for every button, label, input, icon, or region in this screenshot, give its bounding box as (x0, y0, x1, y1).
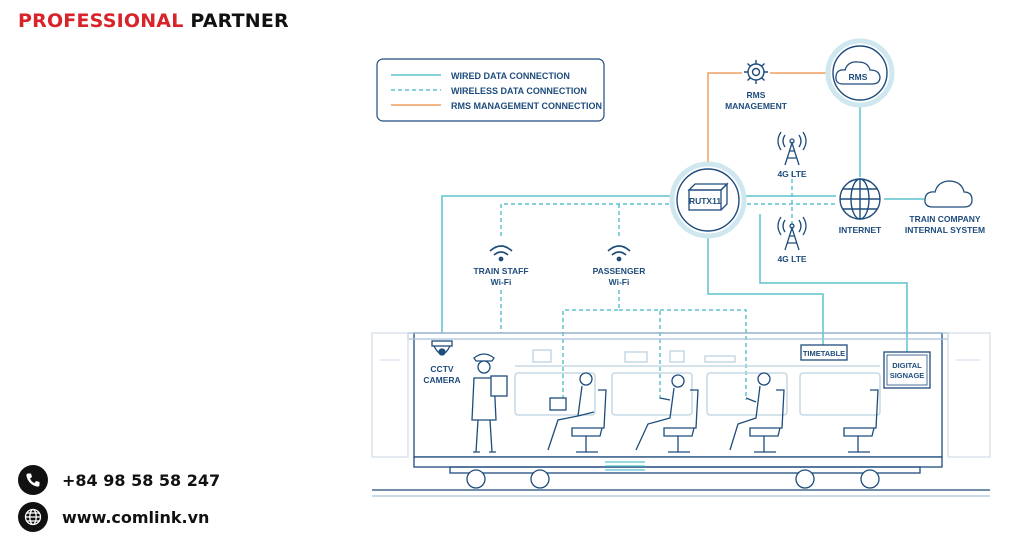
passenger-wifi-label-2: Wi-Fi (609, 277, 630, 287)
phone-icon (18, 465, 48, 495)
wireless-passenger-3 (660, 309, 747, 400)
lte-tower-top: 4G LTE (777, 131, 807, 179)
wired-router-signage (759, 214, 908, 352)
legend-wired-label: WIRED DATA CONNECTION (451, 71, 570, 81)
internet-node: INTERNET (839, 178, 882, 235)
empty-seat (843, 389, 879, 453)
wireless-passenger-2 (619, 309, 661, 400)
train-staff-wifi-label-2: Wi-Fi (491, 277, 512, 287)
train-company-label-1: TRAIN COMPANY (909, 214, 980, 224)
lte-tower-bottom: 4G LTE (777, 216, 807, 264)
wifi-icon (607, 245, 631, 262)
cloud-icon (924, 180, 973, 208)
internet-label: INTERNET (839, 225, 882, 235)
clipboard-icon (490, 375, 508, 397)
lte-bottom-label: 4G LTE (777, 254, 806, 264)
globe-icon (839, 178, 881, 220)
website-contact[interactable]: www.comlink.vn (18, 502, 209, 532)
website-url: www.comlink.vn (62, 507, 210, 527)
globe-icon (18, 502, 48, 532)
phone-contact[interactable]: +84 98 58 58 247 (18, 465, 220, 495)
timetable-node: TIMETABLE (800, 344, 848, 361)
brand-title-part2: PARTNER (190, 10, 289, 32)
digital-signage-node: DIGITAL SIGNAGE (883, 351, 931, 389)
wireless-router-staff-wifi (500, 203, 676, 238)
wheels (466, 469, 880, 489)
train-car (371, 332, 991, 497)
train-staff-wifi-node: TRAIN STAFF Wi-Fi (473, 245, 529, 287)
rms-management-label-2: MANAGEMENT (725, 101, 788, 111)
rms-management-label-1: RMS (747, 90, 766, 100)
cctv-camera-icon (431, 340, 453, 356)
windows (514, 365, 881, 416)
neighbor-cars (371, 332, 991, 458)
wireless-passenger-1 (562, 290, 620, 400)
router-icon (687, 182, 729, 211)
passenger-head (579, 372, 593, 386)
passenger-wifi-label-1: PASSENGER (593, 266, 646, 276)
brand-title: PROFESSIONAL PARTNER (18, 10, 289, 32)
under-grille (605, 461, 645, 471)
legend-box: WIRED DATA CONNECTION WIRELESS DATA CONN… (376, 58, 605, 122)
rms-cloud-label: RMS (849, 72, 868, 82)
wired-router-timetable (707, 226, 824, 345)
connection-lines (441, 72, 924, 400)
laptop-icon (549, 397, 567, 411)
router-node: RUTX11 (669, 161, 747, 239)
passenger-wifi-node: PASSENGER Wi-Fi (593, 245, 646, 287)
wifi-icon (489, 245, 513, 262)
luggage-rack (532, 349, 736, 363)
cell-tower-icon (777, 131, 807, 166)
passenger-seat-1 (547, 372, 607, 453)
passenger-head (671, 374, 685, 388)
lte-top-label: 4G LTE (777, 169, 806, 179)
brand-title-part1: PROFESSIONAL (18, 10, 184, 32)
legend-wireless-label: WIRELESS DATA CONNECTION (451, 86, 587, 96)
train-staff-wifi-label-1: TRAIN STAFF (473, 266, 528, 276)
cctv-label-2: CAMERA (423, 375, 460, 385)
cctv-camera-node: CCTV CAMERA (423, 340, 461, 385)
train-company-label-2: INTERNAL SYSTEM (905, 225, 985, 235)
rms-cloud-node: RMS (825, 38, 895, 108)
train-staff-figure (471, 353, 508, 453)
cell-tower-icon (777, 216, 807, 251)
router-label: RUTX11 (689, 196, 721, 206)
rail-track (372, 489, 990, 497)
legend-rms-label: RMS MANAGEMENT CONNECTION (451, 101, 602, 111)
passenger-seat-2 (635, 374, 699, 453)
gear-icon (744, 60, 768, 84)
passenger-head (757, 372, 771, 386)
signage-label-2: SIGNAGE (890, 371, 925, 380)
rms-management-node: RMS MANAGEMENT (725, 60, 788, 111)
phone-number: +84 98 58 58 247 (62, 470, 221, 490)
rms-connection-router (707, 72, 742, 162)
signage-label-1: DIGITAL (892, 361, 922, 370)
passenger-seats (547, 372, 879, 453)
train-company-node: TRAIN COMPANY INTERNAL SYSTEM (905, 180, 985, 235)
cctv-label-1: CCTV (430, 364, 453, 374)
wired-router-cctv (441, 195, 676, 333)
cloud-icon (835, 61, 881, 85)
passenger-seat-3 (729, 372, 785, 453)
timetable-label: TIMETABLE (803, 349, 845, 358)
